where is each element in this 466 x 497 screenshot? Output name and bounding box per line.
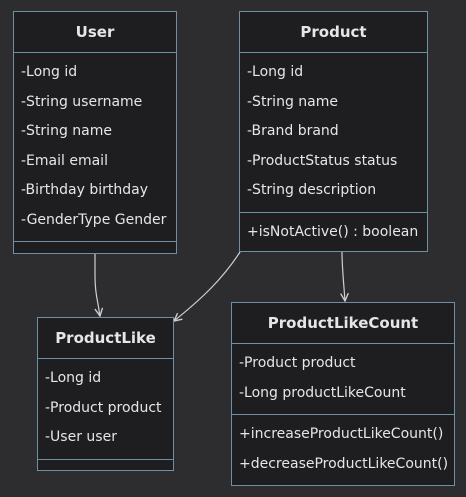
attribute: -String username bbox=[21, 93, 143, 110]
attribute: -Long id bbox=[247, 64, 304, 80]
attributes-section: -Long id -String name -Brand brand -Prod… bbox=[240, 53, 427, 213]
methods-section bbox=[38, 460, 173, 470]
edge-product-to-productlikecount bbox=[342, 251, 345, 301]
attribute: -String description bbox=[247, 182, 377, 198]
class-productlikecount: ProductLikeCount -Product product -Long … bbox=[231, 302, 455, 486]
method: +isNotActive() : boolean bbox=[247, 223, 419, 240]
class-user: User -Long id -String username -String n… bbox=[13, 11, 177, 254]
class-productlike: ProductLike -Long id -Product product -U… bbox=[37, 317, 174, 471]
attribute: -Email email bbox=[21, 152, 108, 169]
attribute: -Long id bbox=[21, 64, 78, 80]
attribute: -GenderType Gender bbox=[21, 211, 167, 228]
attributes-section: -Product product -Long productLikeCount bbox=[232, 344, 454, 415]
attribute: -Long id bbox=[45, 370, 102, 386]
method: +increaseProductLikeCount() bbox=[239, 426, 444, 442]
class-title: User bbox=[14, 12, 176, 53]
edge-product-to-productlike bbox=[174, 251, 241, 321]
attribute: -ProductStatus status bbox=[247, 152, 398, 169]
attribute: -Brand brand bbox=[247, 123, 339, 139]
attribute: -Product product bbox=[45, 399, 162, 416]
class-title: ProductLike bbox=[38, 318, 173, 359]
edge-user-to-productlike bbox=[94, 254, 100, 316]
class-product: Product -Long id -String name -Brand bra… bbox=[239, 11, 428, 252]
method: +decreaseProductLikeCount() bbox=[239, 455, 449, 472]
methods-section: +increaseProductLikeCount() +decreasePro… bbox=[232, 415, 454, 485]
methods-section bbox=[14, 242, 176, 252]
attribute: -String name bbox=[247, 93, 338, 110]
class-title: ProductLikeCount bbox=[232, 303, 454, 344]
attribute: -Birthday birthday bbox=[21, 182, 149, 198]
attribute: -Product product bbox=[239, 355, 356, 371]
methods-section: +isNotActive() : boolean bbox=[240, 213, 427, 254]
attributes-section: -Long id -String username -String name -… bbox=[14, 53, 176, 242]
attribute: -String name bbox=[21, 123, 112, 139]
attributes-section: -Long id -Product product -User user bbox=[38, 359, 173, 460]
class-title: Product bbox=[240, 12, 427, 53]
attribute: -Long productLikeCount bbox=[239, 384, 406, 401]
attribute: -User user bbox=[45, 429, 117, 445]
